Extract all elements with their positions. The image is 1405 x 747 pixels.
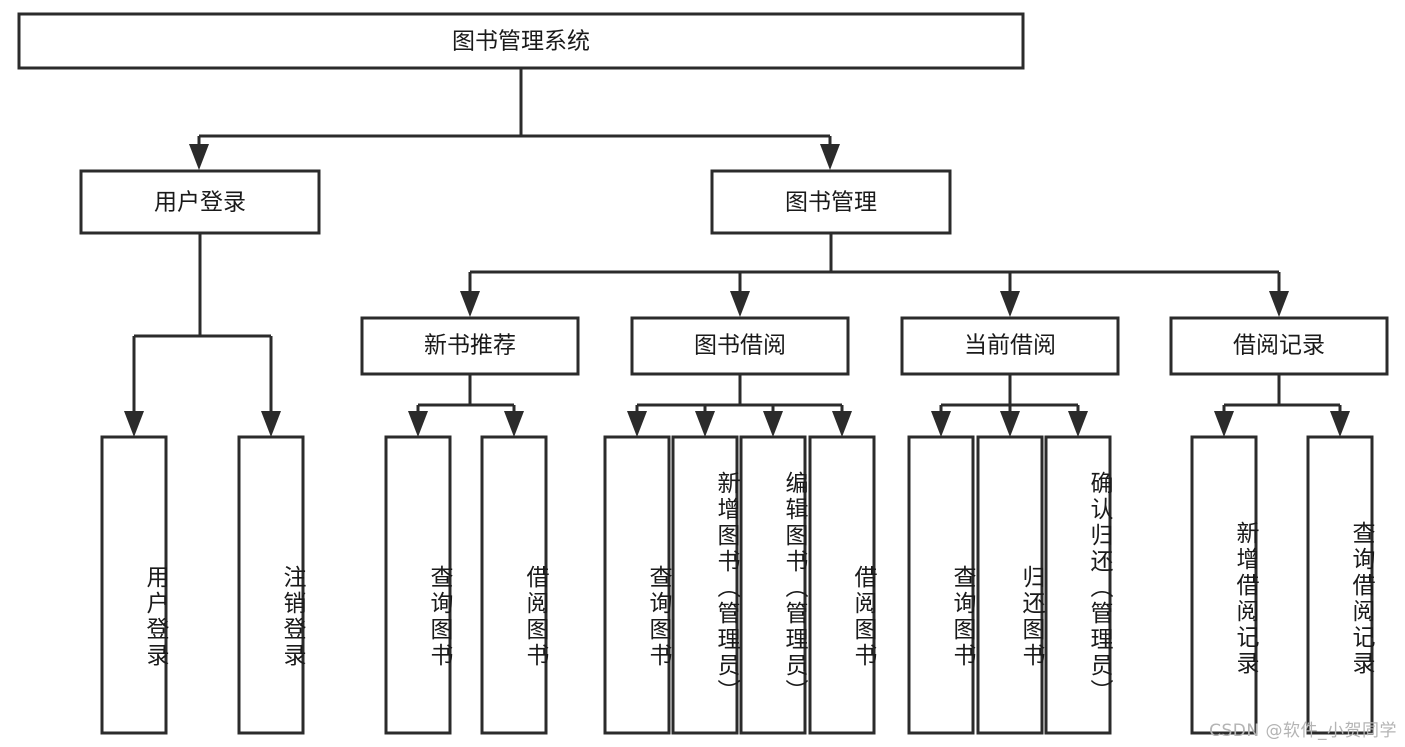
leaf-box-logout[interactable] <box>237 435 305 735</box>
arrow-to-leaf-user-login <box>124 411 144 437</box>
csdn-watermark: CSDN @软件_小贺同学 <box>1209 721 1397 741</box>
arrow-to-leaf-query-book-1 <box>408 411 428 437</box>
book-manage-label: 图书管理 <box>785 190 877 216</box>
arrow-to-leaf-return-book <box>1000 411 1020 437</box>
node-root[interactable]: 图书管理系统 <box>17 12 1025 70</box>
node-book-manage[interactable]: 图书管理 <box>710 169 952 235</box>
arrow-to-user-login <box>189 144 209 170</box>
leaf-box-return-book[interactable] <box>976 435 1044 735</box>
leaf-box-edit-book[interactable] <box>739 435 807 735</box>
connector-root-to-level2 <box>189 68 840 170</box>
connector-borrow-record-to-leaves <box>1214 374 1350 437</box>
leaf-box-borrow-book-2[interactable] <box>808 435 876 735</box>
leaf-box-add-record[interactable] <box>1190 435 1258 735</box>
arrow-to-leaf-add-record <box>1214 411 1234 437</box>
connector-new-book-to-leaves <box>408 374 524 437</box>
arrow-to-leaf-borrow-book-2 <box>832 411 852 437</box>
arrow-to-leaf-borrow-book-1 <box>504 411 524 437</box>
arrow-to-leaf-edit-book <box>763 411 783 437</box>
leaf-box-query-book-3[interactable] <box>907 435 975 735</box>
arrow-to-new-book <box>460 291 480 317</box>
arrow-to-leaf-query-book-2 <box>627 411 647 437</box>
node-current-borrow[interactable]: 当前借阅 <box>900 316 1120 376</box>
root-label: 图书管理系统 <box>452 29 590 55</box>
new-book-recommend-label: 新书推荐 <box>424 333 516 359</box>
arrow-to-book-manage <box>820 144 840 170</box>
leaf-box-add-book[interactable] <box>671 435 739 735</box>
leaf-box-query-record[interactable] <box>1306 435 1374 735</box>
arrow-to-leaf-confirm-return <box>1068 411 1088 437</box>
current-borrow-label: 当前借阅 <box>964 333 1056 359</box>
borrow-record-label: 借阅记录 <box>1233 333 1325 359</box>
leaf-box-user-login[interactable] <box>100 435 168 735</box>
arrow-to-borrow-record <box>1269 291 1289 317</box>
user-login-box[interactable] <box>79 169 321 235</box>
leaf-box-query-book-2[interactable] <box>603 435 671 735</box>
leaf-box-confirm-return[interactable] <box>1044 435 1112 735</box>
arrow-to-leaf-add-book <box>695 411 715 437</box>
root-box[interactable] <box>17 12 1025 70</box>
connector-user-login-to-leaves <box>124 233 281 437</box>
arrow-to-current-borrow <box>1000 291 1020 317</box>
leaf-box-query-book-1[interactable] <box>384 435 452 735</box>
connector-book-borrow-to-leaves <box>627 374 852 437</box>
new-book-recommend-box[interactable] <box>360 316 580 376</box>
arrow-to-leaf-query-record <box>1330 411 1350 437</box>
node-book-borrow[interactable]: 图书借阅 <box>630 316 850 376</box>
leaf-box-borrow-book-1[interactable] <box>480 435 548 735</box>
node-borrow-record[interactable]: 借阅记录 <box>1169 316 1389 376</box>
current-borrow-box[interactable] <box>900 316 1120 376</box>
node-user-login[interactable]: 用户登录 <box>79 169 321 235</box>
arrow-to-book-borrow <box>730 291 750 317</box>
connector-current-borrow-to-leaves <box>931 374 1088 437</box>
arrow-to-leaf-logout <box>261 411 281 437</box>
book-borrow-label: 图书借阅 <box>694 333 786 359</box>
node-new-book-recommend[interactable]: 新书推荐 <box>360 316 580 376</box>
connector-book-manage-to-level3 <box>460 233 1289 317</box>
arrow-to-leaf-query-book-3 <box>931 411 951 437</box>
user-login-label: 用户登录 <box>154 190 246 216</box>
